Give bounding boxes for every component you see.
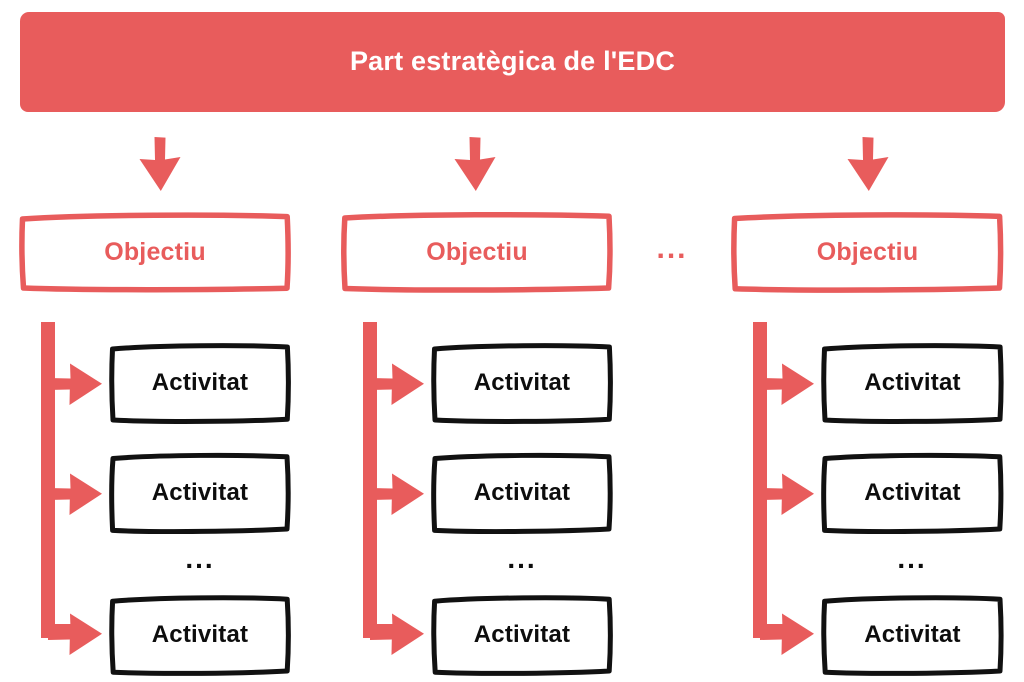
- objectiu-label: Objectiu: [816, 237, 919, 266]
- objectiu-box-3[interactable]: Objectiu: [730, 211, 1005, 293]
- activitat-label: Activitat: [151, 621, 249, 648]
- activitat-label: Activitat: [151, 479, 249, 506]
- objectiu-ellipsis: ...: [656, 232, 688, 265]
- branch-arrow-icon-2-1: [368, 355, 426, 413]
- column-3-spine: [753, 322, 767, 638]
- activitat-label: Activitat: [864, 369, 961, 396]
- activitat-box-1-1[interactable]: Activitat: [108, 342, 292, 424]
- down-arrow-icon-1: [131, 135, 189, 193]
- branch-arrow-icon-2-3: [368, 605, 426, 663]
- objectiu-label: Objectiu: [104, 237, 206, 266]
- activitat-ellipsis-3: ...: [897, 543, 927, 574]
- activitat-box-2-1[interactable]: Activitat: [430, 342, 614, 424]
- activitat-label: Activitat: [473, 621, 571, 648]
- activitat-box-3-2[interactable]: Activitat: [820, 452, 1005, 534]
- branch-arrow-icon-1-2: [46, 465, 104, 523]
- activitat-label: Activitat: [473, 479, 571, 506]
- branch-arrow-icon-1-3: [46, 605, 104, 663]
- branch-arrow-icon-1-1: [46, 355, 104, 413]
- branch-arrow-icon-3-3: [758, 605, 816, 663]
- objectiu-box-2[interactable]: Objectiu: [340, 211, 614, 293]
- activitat-box-1-3[interactable]: Activitat: [108, 594, 292, 676]
- activitat-box-3-1[interactable]: Activitat: [820, 342, 1005, 424]
- activitat-box-2-3[interactable]: Activitat: [430, 594, 614, 676]
- column-1-spine: [41, 322, 55, 638]
- activitat-ellipsis-1: ...: [185, 543, 215, 574]
- objectiu-label: Objectiu: [426, 237, 528, 266]
- branch-arrow-icon-3-2: [758, 465, 816, 523]
- activitat-label: Activitat: [864, 479, 961, 506]
- activitat-label: Activitat: [473, 369, 571, 396]
- activitat-box-1-2[interactable]: Activitat: [108, 452, 292, 534]
- activitat-label: Activitat: [151, 369, 249, 396]
- activitat-ellipsis-2: ...: [507, 543, 537, 574]
- column-2-spine: [363, 322, 377, 638]
- activitat-label: Activitat: [864, 621, 961, 648]
- down-arrow-icon-3: [839, 135, 897, 193]
- objectiu-box-1[interactable]: Objectiu: [18, 211, 292, 293]
- branch-arrow-icon-3-1: [758, 355, 816, 413]
- activitat-box-2-2[interactable]: Activitat: [430, 452, 614, 534]
- activitat-box-3-3[interactable]: Activitat: [820, 594, 1005, 676]
- down-arrow-icon-2: [446, 135, 504, 193]
- branch-arrow-icon-2-2: [368, 465, 426, 523]
- page-title: Part estratègica de l'EDC: [349, 46, 676, 77]
- header-banner: Part estratègica de l'EDC: [20, 12, 1005, 112]
